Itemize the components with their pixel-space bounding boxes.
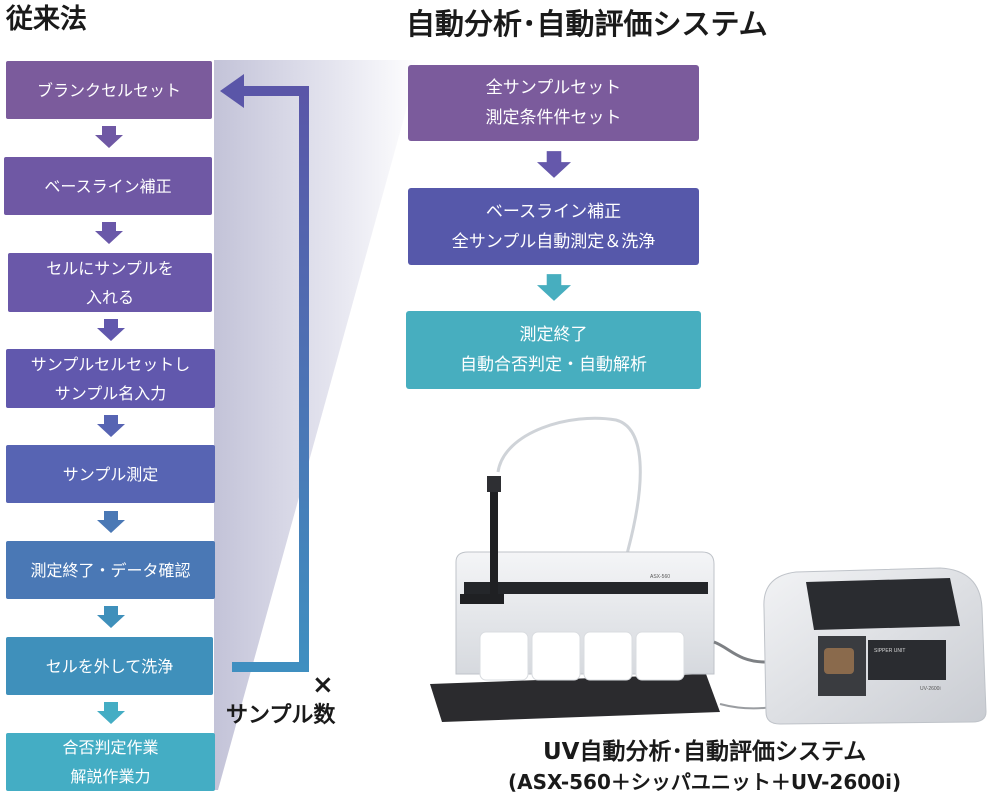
loop-back-arrow [220, 74, 309, 672]
conv-step-baseline-correction: ベースライン補正 [4, 157, 212, 215]
probe-arm [460, 594, 504, 604]
down-arrow-icon [97, 606, 125, 628]
step-line: 入れる [85, 287, 134, 307]
down-arrow-icon [95, 126, 123, 148]
step-line: サンプル測定 [62, 464, 159, 484]
down-arrow-icon [537, 151, 571, 178]
step-line: ブランクセルセット [36, 80, 181, 100]
step-line: 測定終了・データ確認 [30, 560, 191, 580]
step-line: セルを外して洗浄 [45, 656, 174, 676]
down-arrow-icon [97, 415, 125, 437]
probe-column [490, 484, 498, 596]
step-line: サンプル名入力 [54, 383, 167, 403]
conv-step-measurement-end-data-check: 測定終了・データ確認 [6, 541, 215, 599]
conv-step-blank-cell-set: ブランクセルセット [6, 61, 212, 119]
conv-step-put-sample-in-cell: セルにサンプルを 入れる [8, 253, 212, 312]
step-line: セルにサンプルを [46, 258, 174, 278]
conv-step-sample-measurement: サンプル測定 [6, 445, 215, 503]
conv-step-set-sample-cell-and-name: サンプルセルセットし サンプル名入力 [6, 349, 215, 408]
down-arrow-icon [97, 702, 125, 724]
auto-step-auto-judgement-and-analysis: 測定終了 自動合否判定・自動解析 [406, 311, 701, 389]
system-caption-models: (ASX-560＋シッパユニット＋UV-2600i) [508, 770, 902, 794]
step-line: 測定終了 [519, 325, 588, 345]
sample-count-label: サンプル数 [226, 703, 336, 728]
step-line: 解説作業力 [70, 767, 151, 786]
autosampler-base [430, 674, 720, 722]
step-line: ベースライン補正 [44, 176, 172, 196]
step-line: 測定条件件セット [485, 108, 622, 128]
step-line: 全サンプル自動測定＆洗浄 [451, 231, 656, 252]
conventional-method-title: 従来法 [6, 4, 87, 35]
system-caption-title: UV自動分析･自動評価システム [543, 739, 867, 765]
spectro-model-text: UV-2600i [920, 686, 941, 692]
step-line: ベースライン補正 [485, 201, 622, 222]
conv-step-pass-fail-judgement: 合否判定作業 解説作業力 [6, 733, 215, 791]
down-arrow-icon [95, 222, 123, 244]
step-line: サンプルセルセットし [30, 354, 191, 374]
autosampler-model-text: ASX-560 [650, 574, 670, 580]
multiply-symbol: × [312, 670, 334, 700]
step-line: 自動合否判定・自動解析 [460, 355, 647, 375]
down-arrow-icon [537, 274, 571, 301]
sipper-unit-text: SIPPER UNIT [874, 648, 905, 654]
uv-auto-analysis-system-illustration: ASX-560 SIPPER UNIT UV-2600i [430, 416, 987, 725]
sample-racks [479, 631, 685, 681]
down-arrow-icon [97, 319, 125, 341]
auto-step-baseline-and-auto-measure: ベースライン補正 全サンプル自動測定＆洗浄 [408, 188, 699, 265]
down-arrow-icon [97, 511, 125, 533]
auto-step-set-all-samples: 全サンプルセット 測定条件件セット [408, 65, 699, 141]
conv-step-remove-and-wash-cell: セルを外して洗浄 [6, 637, 213, 695]
step-line: 全サンプルセット [485, 78, 622, 98]
automatic-system-title: 自動分析･自動評価システム [406, 7, 768, 41]
step-line: 合否判定作業 [62, 738, 159, 757]
